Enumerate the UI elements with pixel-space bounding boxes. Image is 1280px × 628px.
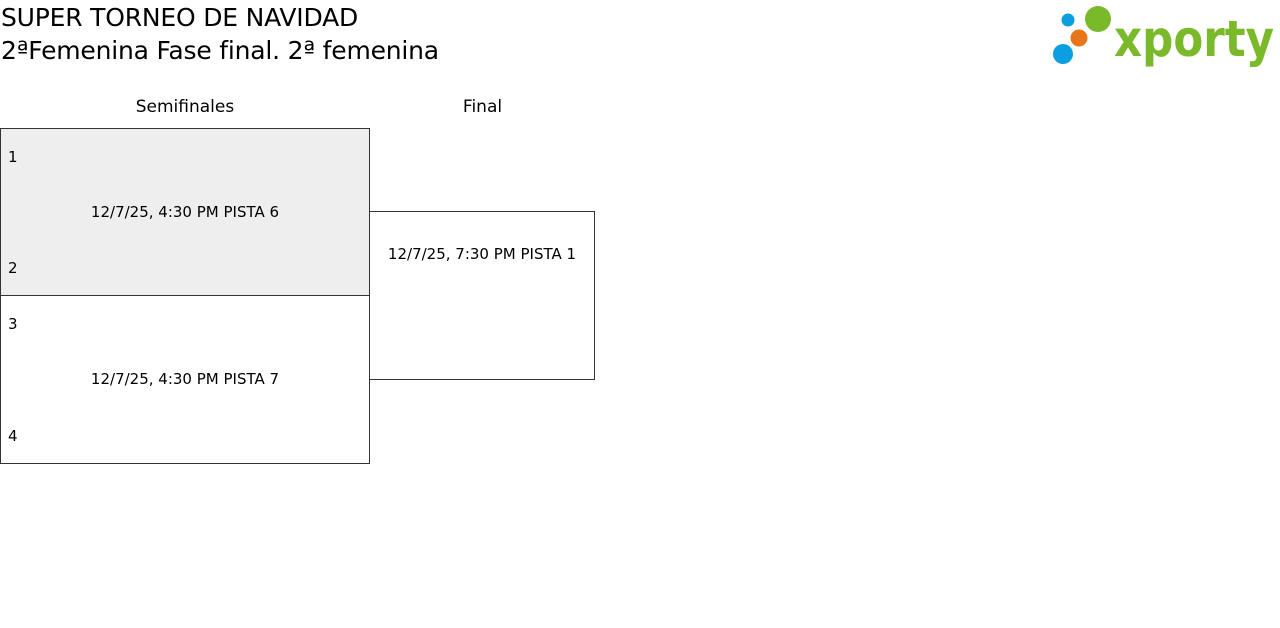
match-schedule: 12/7/25, 4:30 PM PISTA 6 <box>90 203 280 221</box>
category-subtitle: 2ªFemenina Fase final. 2ª femenina <box>1 36 439 65</box>
slot-bottom: 2 <box>8 259 18 277</box>
slot-bottom: 4 <box>8 427 18 445</box>
logo-dot-blue-small <box>1061 13 1075 27</box>
match-schedule: 12/7/25, 7:30 PM PISTA 1 <box>387 245 577 263</box>
match-final[interactable]: 12/7/25, 7:30 PM PISTA 1 <box>369 211 595 380</box>
match-schedule: 12/7/25, 4:30 PM PISTA 7 <box>90 370 280 388</box>
slot-top: 3 <box>8 315 18 333</box>
tournament-title: SUPER TORNEO DE NAVIDAD <box>1 3 359 32</box>
logo-dot-orange <box>1070 29 1088 47</box>
round-header-final: Final <box>462 97 503 117</box>
logo-dot-blue-large <box>1053 44 1073 64</box>
match-semifinal-2[interactable]: 3 12/7/25, 4:30 PM PISTA 7 4 <box>0 295 370 464</box>
match-semifinal-1[interactable]: 1 12/7/25, 4:30 PM PISTA 6 2 <box>0 128 370 296</box>
logo-wordmark: xporty <box>1114 10 1274 68</box>
logo-dot-green <box>1085 6 1111 32</box>
xporty-logo: xporty <box>1050 2 1278 68</box>
slot-top: 1 <box>8 148 18 166</box>
round-header-semifinales: Semifinales <box>135 97 235 117</box>
